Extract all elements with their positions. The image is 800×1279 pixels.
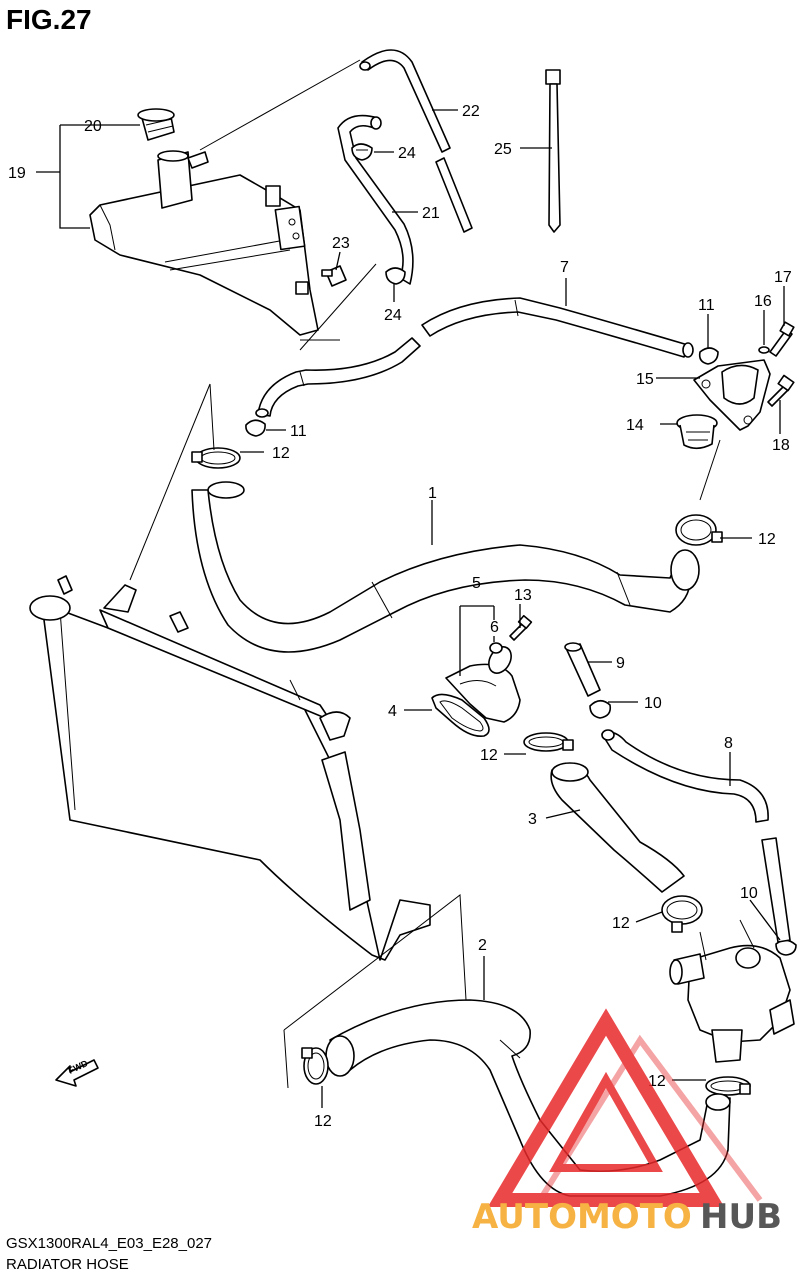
radiator-hose-1 (191, 481, 700, 653)
callout-19: 19 (8, 165, 26, 182)
callout-4: 8 (724, 735, 733, 752)
fitting-9 (564, 642, 601, 697)
cable-tie (545, 69, 561, 233)
clamp-12-f (301, 1047, 329, 1085)
callout-5: 5 (472, 575, 481, 592)
bolt-23 (321, 265, 347, 287)
clamp-10-top (589, 699, 612, 719)
callout-24-bottom: 24 (384, 307, 402, 324)
figure-name: RADIATOR HOSE (6, 1256, 129, 1273)
bypass-hose-8 (255, 297, 694, 418)
watermark-triangle-icon (487, 1008, 725, 1207)
callout-24-top: 24 (398, 145, 416, 162)
figure-code: GSX1300RAL4_E03_E28_027 (6, 1235, 213, 1252)
clamp-12-d (661, 895, 703, 933)
thermostat (676, 414, 718, 450)
thermostat-cover (693, 359, 771, 431)
callout-16: 16 (754, 293, 772, 310)
watermark-logo: AUTOMOTO HUB (472, 1008, 782, 1237)
callout-23: 23 (332, 235, 350, 252)
callout-12-c: 12 (480, 747, 498, 764)
gasket-7 (431, 693, 490, 738)
radiator-hose-3 (550, 762, 685, 893)
bolt-13 (509, 614, 533, 641)
bolt-17 (769, 321, 795, 357)
callout-8: 7 (560, 259, 569, 276)
clamp-12-b (675, 514, 723, 546)
bypass-hose-4 (601, 729, 791, 943)
callout-10-top: 10 (644, 695, 662, 712)
reservoir-tank (89, 150, 319, 336)
callout-12-b: 12 (758, 531, 776, 548)
callout-12-f: 12 (314, 1113, 332, 1130)
reservoir-cap (137, 108, 175, 141)
clip-24-bottom (385, 267, 406, 285)
callout-18: 18 (772, 437, 790, 454)
callout-6: 6 (490, 619, 499, 636)
callout-11-left: 11 (290, 423, 307, 440)
callout-12-a: 12 (272, 445, 290, 462)
callout-11-right: 11 (698, 297, 715, 314)
callout-7: 4 (388, 703, 397, 720)
clamp-12-a (191, 447, 241, 469)
watermark-text-automoto: AUTOMOTO (472, 1197, 692, 1237)
reservoir-inlet-hose (337, 114, 414, 285)
callout-21: 21 (422, 205, 440, 222)
radiator (29, 575, 431, 961)
clip-24-top (351, 143, 373, 161)
callout-12-d: 12 (612, 915, 630, 932)
callout-3: 3 (528, 811, 537, 828)
callout-14: 14 (626, 417, 644, 434)
callout-9: 9 (616, 655, 625, 672)
fwd-arrow-icon: FWD (55, 1058, 99, 1087)
callout-2: 2 (478, 937, 487, 954)
callout-numbers: 20 19 22 24 21 23 24 25 7 11 17 16 15 14… (8, 103, 792, 1130)
figure-title: FIG.27 (6, 4, 92, 35)
clamp-12-c (523, 732, 574, 752)
bolt-18 (767, 374, 795, 407)
callout-15: 15 (636, 371, 654, 388)
callout-20: 20 (84, 118, 102, 135)
clamp-12-e (705, 1076, 751, 1096)
callout-25: 25 (494, 141, 512, 158)
reservoir-overflow-hose (359, 49, 473, 233)
callout-1: 1 (428, 485, 437, 502)
callout-10-bottom: 10 (740, 885, 758, 902)
callout-12-e: 12 (648, 1073, 666, 1090)
routing-lines (129, 59, 755, 1089)
watermark-text-hub: HUB (700, 1197, 782, 1237)
callout-17: 17 (774, 269, 792, 286)
callout-22: 22 (462, 103, 480, 120)
o-ring-6 (489, 642, 503, 654)
callout-13: 13 (514, 587, 532, 604)
water-pump (669, 944, 795, 1063)
clamp-11-right (698, 347, 719, 365)
clamp-11-left (245, 419, 266, 437)
leader-lines (36, 109, 785, 1108)
washer-16 (758, 346, 770, 354)
